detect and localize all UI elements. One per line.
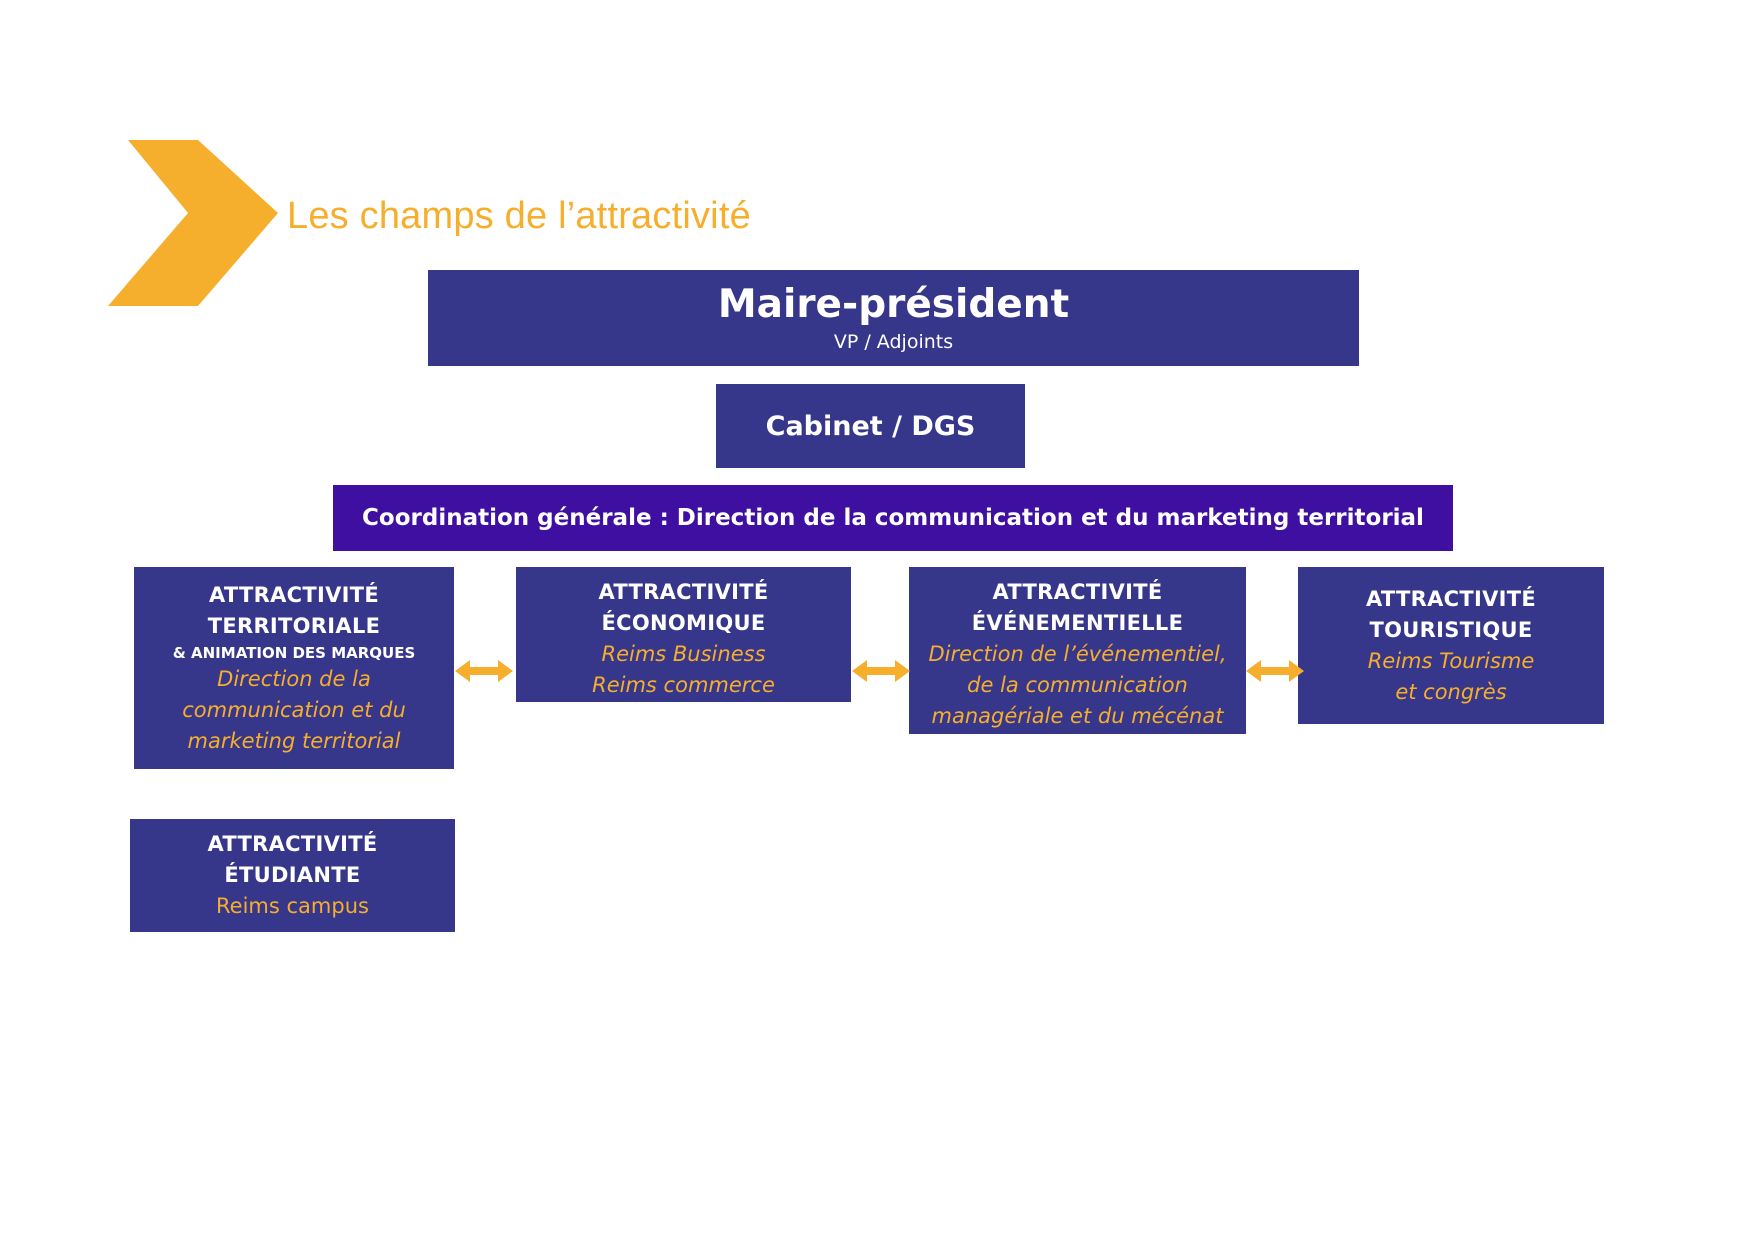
field-box-touristique: ATTRACTIVITÉ TOURISTIQUE Reims Tourisme … <box>1298 567 1604 724</box>
field-heading: ÉVÉNEMENTIELLE <box>971 611 1184 635</box>
double-arrow-icon <box>1246 660 1304 682</box>
field-subheading: & ANIMATION DES MARQUES <box>172 643 416 662</box>
field-heading: ÉCONOMIQUE <box>601 611 766 635</box>
field-detail: Direction de l’événementiel, <box>928 642 1227 666</box>
cabinet-dgs-title: Cabinet / DGS <box>765 410 976 442</box>
field-detail: Reims commerce <box>592 673 775 697</box>
field-box-territoriale: ATTRACTIVITÉ TERRITORIALE & ANIMATION DE… <box>134 567 454 769</box>
field-heading: TOURISTIQUE <box>1369 617 1533 642</box>
page-title: Les champs de l’attractivité <box>287 195 751 237</box>
field-box-etudiante: ATTRACTIVITÉ ÉTUDIANTE Reims campus <box>130 819 455 932</box>
field-detail: communication et du <box>182 697 406 722</box>
chevron-icon <box>108 140 278 306</box>
field-heading: ATTRACTIVITÉ <box>1365 586 1537 611</box>
field-heading: ATTRACTIVITÉ <box>598 580 769 604</box>
field-detail: de la communication <box>967 673 1188 697</box>
field-detail: Reims campus <box>216 894 369 918</box>
maire-president-subtitle: VP / Adjoints <box>833 331 954 353</box>
coordination-text: Coordination générale : Direction de la … <box>362 505 1424 531</box>
field-heading: ATTRACTIVITÉ <box>992 580 1163 604</box>
field-detail: et congrès <box>1395 679 1507 704</box>
cabinet-dgs-box: Cabinet / DGS <box>716 384 1025 468</box>
field-box-evenementielle: ATTRACTIVITÉ ÉVÉNEMENTIELLE Direction de… <box>909 567 1246 734</box>
double-arrow-icon <box>455 660 513 682</box>
field-heading: ATTRACTIVITÉ <box>207 832 378 856</box>
coordination-box: Coordination générale : Direction de la … <box>333 485 1453 551</box>
field-box-economique: ATTRACTIVITÉ ÉCONOMIQUE Reims Business R… <box>516 567 851 702</box>
double-arrow-icon <box>852 660 910 682</box>
field-detail: Direction de la <box>217 666 371 691</box>
field-heading: ATTRACTIVITÉ <box>208 582 380 607</box>
field-detail: managériale et du mécénat <box>931 704 1224 728</box>
field-detail: Reims Tourisme <box>1367 648 1535 673</box>
field-heading: TERRITORIALE <box>207 613 381 638</box>
maire-president-title: Maire-président <box>717 282 1070 327</box>
field-heading: ÉTUDIANTE <box>224 863 361 887</box>
maire-president-box: Maire-président VP / Adjoints <box>428 270 1359 366</box>
field-detail: marketing territorial <box>187 728 401 753</box>
field-detail: Reims Business <box>601 642 766 666</box>
